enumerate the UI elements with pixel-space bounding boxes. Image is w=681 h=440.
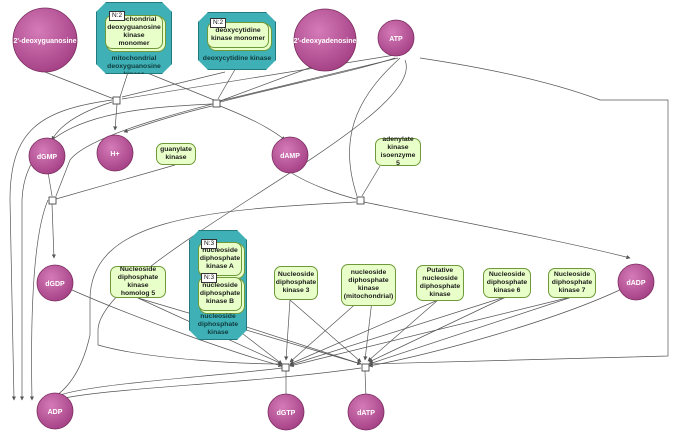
multiplier-badge: N:2	[109, 11, 125, 21]
complex-dck[interactable]: deoxycytidine kinase monomer N:2 deoxycy…	[198, 12, 276, 70]
enzyme-nme-6[interactable]: Nucleoside diphosphate kinase 6	[483, 268, 531, 298]
enzyme-nme-7[interactable]: Nucleoside diphosphate kinase 7	[548, 268, 596, 298]
metabolite-label: dADP	[626, 280, 645, 287]
multiplier-badge: N:3	[201, 239, 217, 249]
metabolite-damp[interactable]: dAMP	[271, 136, 309, 174]
metabolite-label: 2'-deoxyguanosine	[13, 38, 76, 45]
complex-label: nucleoside diphosphate kinase	[197, 313, 239, 336]
enzyme-nme-mitochondrial[interactable]: nucleoside diphosphate kinase (mitochond…	[341, 264, 396, 306]
metabolite-label: dGDP	[45, 281, 65, 288]
metabolite-label: ATP	[389, 36, 403, 43]
process-node-4	[356, 196, 365, 205]
process-node-6	[361, 363, 370, 372]
metabolite-datp[interactable]: dATP	[347, 393, 385, 431]
complex-label: deoxycytidine kinase	[202, 55, 272, 62]
metabolite-deoxyguanosine[interactable]: 2'-deoxyguanosine	[12, 7, 78, 73]
enzyme-putative-nme[interactable]: Putative nucleoside diphosphate kinase	[416, 265, 464, 301]
reaction-edges	[9, 54, 669, 402]
metabolite-label: dGTP	[277, 410, 296, 417]
process-node-2	[212, 99, 221, 108]
enzyme-adenylate-kinase-5[interactable]: adenylate kinase isoenzyme 5	[375, 136, 421, 167]
metabolite-deoxyadenosine[interactable]: 2'-deoxyadenosine	[293, 8, 357, 72]
multiplier-badge: N:3	[201, 273, 217, 283]
complex-member-dck-monomer[interactable]: deoxycytidine kinase monomer	[207, 22, 269, 48]
metabolite-label: H+	[110, 151, 119, 158]
metabolite-dadp[interactable]: dADP	[617, 263, 655, 301]
metabolite-label: ADP	[48, 409, 63, 416]
enzyme-guanylate-kinase[interactable]: guanylate kinase	[156, 143, 196, 165]
metabolite-label: dAMP	[280, 153, 300, 160]
complex-member-ndpk-b[interactable]: nucleoside diphosphate kinase B	[198, 277, 242, 311]
multiplier-badge: N:2	[210, 18, 226, 28]
enzyme-nme-homolog-5[interactable]: Nucleoside diphosphate kinase homolog 5	[110, 266, 166, 298]
process-node-3	[48, 196, 57, 205]
metabolite-atp[interactable]: ATP	[377, 19, 415, 57]
metabolite-label: dATP	[357, 410, 375, 417]
metabolite-dgmp[interactable]: dGMP	[28, 137, 66, 175]
metabolite-dgtp[interactable]: dGTP	[267, 393, 305, 431]
enzyme-nme-3[interactable]: Nucleoside diphosphate kinase 3	[274, 266, 318, 300]
complex-ndpk[interactable]: nucleoside diphosphate kinase A N:3 nucl…	[189, 230, 247, 340]
process-node-1	[112, 96, 121, 105]
metabolite-hplus[interactable]: H+	[96, 134, 134, 172]
metabolite-label: 2'-deoxyadenosine	[294, 38, 357, 45]
metabolite-dgdp[interactable]: dGDP	[36, 264, 74, 302]
complex-dguok[interactable]: mitochondrial deoxyguanosine kinase mono…	[96, 2, 172, 74]
metabolite-adp[interactable]: ADP	[36, 392, 74, 430]
process-nodes	[48, 96, 370, 372]
metabolite-label: dGMP	[37, 154, 58, 161]
process-node-5	[281, 363, 290, 372]
